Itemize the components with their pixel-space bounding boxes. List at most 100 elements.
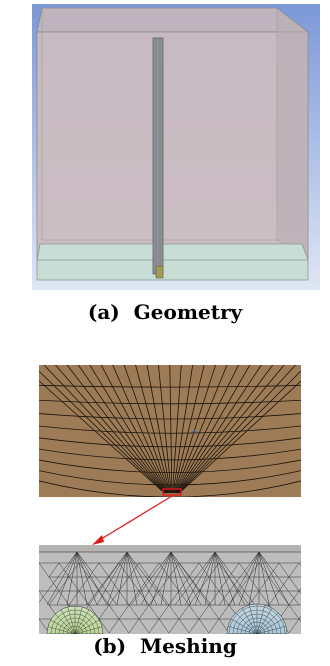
mesh-line <box>298 587 301 592</box>
mesh-line <box>48 562 60 578</box>
mesh-line <box>68 590 80 606</box>
mesh-row <box>39 413 301 420</box>
mesh-line <box>148 590 160 606</box>
mesh-line <box>66 551 78 606</box>
mesh-line <box>228 562 240 578</box>
mesh-line <box>148 618 160 634</box>
mesh-line <box>58 562 70 578</box>
mesh-line <box>77 365 168 494</box>
mesh-line <box>178 618 190 634</box>
mesh-line <box>176 365 262 494</box>
mesh-line <box>238 590 250 606</box>
mesh-overview-panel: + <box>39 365 301 497</box>
mesh-line <box>50 619 76 634</box>
mesh-line <box>214 551 256 606</box>
zoom-arrow-head <box>92 535 104 545</box>
mesh-line <box>170 551 212 606</box>
mesh-line <box>278 562 290 578</box>
mesh-line <box>198 618 210 634</box>
mesh-line <box>39 370 166 494</box>
mesh-line <box>258 551 300 606</box>
mesh-line <box>78 576 90 592</box>
mesh-line <box>268 590 280 606</box>
mesh-line <box>98 590 110 606</box>
mesh-line <box>184 551 216 606</box>
electrode-tip <box>155 265 164 279</box>
mesh-line <box>268 576 280 592</box>
mesh-line <box>214 551 236 606</box>
mesh-line <box>128 562 140 578</box>
mesh-line <box>298 615 301 620</box>
mesh-line <box>198 562 210 578</box>
mesh-line <box>168 604 180 620</box>
mesh-line <box>138 590 150 606</box>
mesh-line <box>173 365 216 494</box>
mesh-line <box>258 551 290 606</box>
mesh-line <box>218 562 230 578</box>
mesh-line <box>55 614 76 634</box>
mesh-line <box>116 551 128 606</box>
mesh-line <box>126 551 168 606</box>
mesh-line <box>298 562 301 567</box>
mesh-line <box>208 562 220 578</box>
mesh-line <box>298 618 301 623</box>
mesh-line <box>158 562 170 578</box>
mesh-line <box>130 551 172 606</box>
caption-geometry: (a) Geometry <box>87 300 243 324</box>
mesh-line <box>288 590 300 606</box>
mesh-line <box>66 365 167 494</box>
mesh-line <box>288 618 300 634</box>
mesh-line <box>148 604 160 620</box>
mesh-line <box>228 576 240 592</box>
mesh-line <box>256 607 273 634</box>
mesh-line <box>178 576 190 592</box>
mesh-line <box>268 562 280 578</box>
refinement-highlight <box>162 488 182 496</box>
mesh-line <box>88 562 100 578</box>
mesh-line <box>178 590 190 606</box>
mesh-line <box>74 609 90 634</box>
mesh-line <box>48 590 60 606</box>
mesh-line <box>218 576 230 592</box>
mesh-line <box>47 626 76 634</box>
mesh-line <box>278 576 290 592</box>
mesh-row <box>39 470 301 486</box>
mesh-line <box>98 604 110 620</box>
mesh-line <box>168 576 180 592</box>
mesh-line <box>227 626 258 634</box>
mesh-line <box>175 365 239 494</box>
mesh-line <box>48 576 60 592</box>
mesh-line <box>208 576 220 592</box>
mesh-line <box>256 604 265 634</box>
mesh-line <box>194 551 216 606</box>
triangular-mesh <box>39 551 301 634</box>
mesh-line <box>198 576 210 592</box>
mesh-line <box>108 590 120 606</box>
mesh-line <box>46 551 78 606</box>
mesh-line <box>218 604 230 620</box>
mesh-grid <box>39 365 301 497</box>
mesh-line <box>128 618 140 634</box>
zoom-top-band <box>39 545 301 552</box>
mesh-line <box>241 607 258 634</box>
mesh-line <box>67 606 76 634</box>
mesh-line <box>157 365 172 494</box>
mesh-line <box>248 590 260 606</box>
mesh-line <box>168 618 180 634</box>
mesh-line <box>230 618 258 634</box>
mesh-line <box>238 551 260 606</box>
mesh-row <box>39 480 301 497</box>
mesh-line <box>188 576 200 592</box>
mesh-line <box>228 590 240 606</box>
mesh-line <box>158 604 170 620</box>
mesh-line <box>172 365 194 494</box>
mesh-line <box>68 562 80 578</box>
mesh-line <box>170 551 192 606</box>
mesh-line <box>178 604 190 620</box>
mesh-line <box>74 614 95 634</box>
mesh-line <box>175 365 251 494</box>
geometry-panel <box>32 4 320 290</box>
mesh-line <box>118 562 130 578</box>
mesh-line <box>288 604 300 620</box>
mesh-line <box>58 590 70 606</box>
